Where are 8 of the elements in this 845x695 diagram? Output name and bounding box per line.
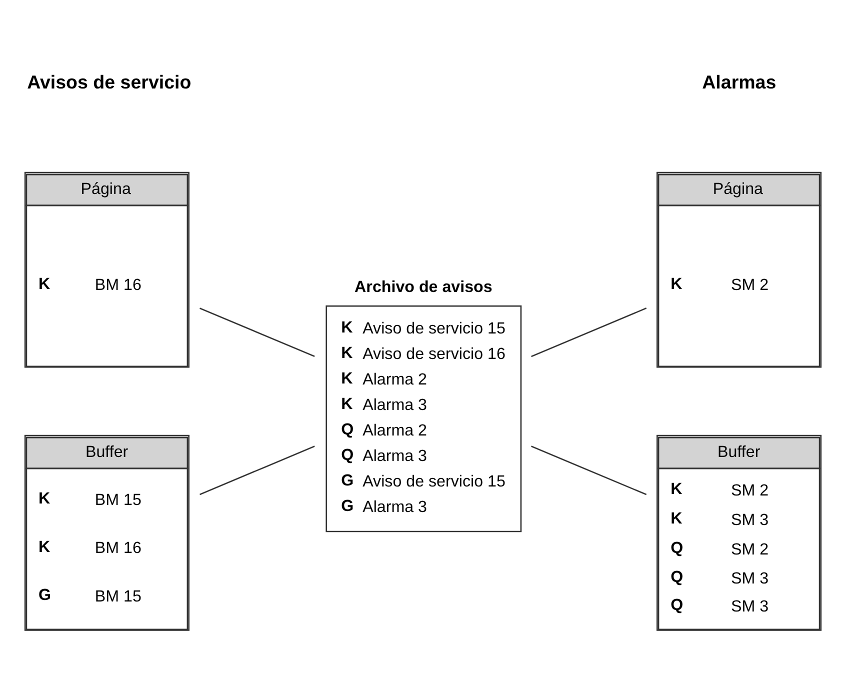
- connector: [530, 445, 646, 495]
- connector: [199, 307, 314, 357]
- label: Alarmas: [702, 70, 776, 92]
- connector: [199, 445, 314, 495]
- node-box: K Aviso de servicio 15 K Aviso de servicio 16 K Alarma 2 K Alarma 3 Q Alarma 2 Q Alarma 3 G Aviso de servicio 15 G Alarma 3: [325, 304, 522, 532]
- connector: [530, 307, 646, 357]
- node-label: Archivo de avisos: [354, 278, 492, 296]
- label: Avisos de servicio: [26, 70, 191, 92]
